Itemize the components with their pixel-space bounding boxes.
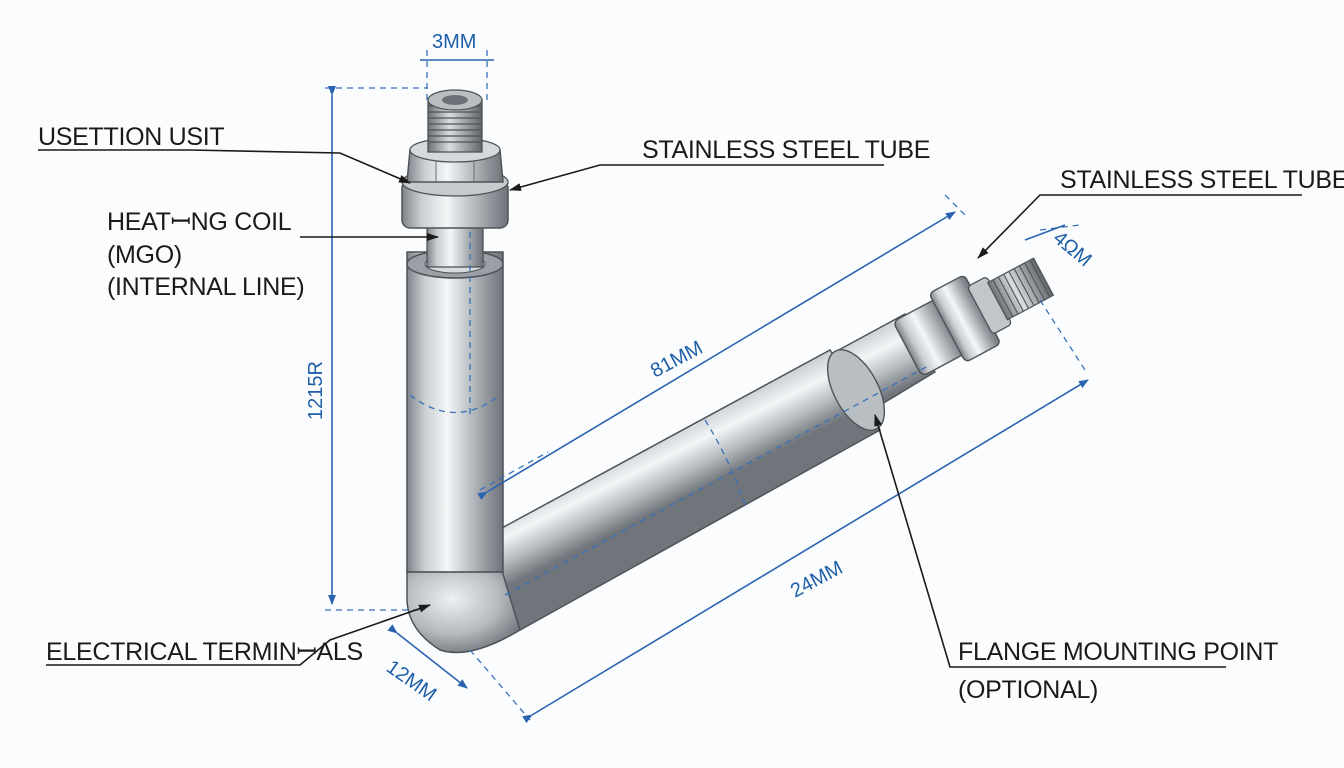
label-heating-coil-mgo: (MGO) — [107, 241, 182, 269]
leader-lines — [38, 149, 1302, 668]
dim-diagonal-lower: 24MM — [787, 557, 846, 603]
label-stainless-steel-tube-top: STAINLESS STEEL TUBE — [642, 136, 930, 164]
label-electrical-terminals: ELECTRICAL TERMINꟷALS — [46, 638, 363, 666]
label-flange-mounting-point: FLANGE MOUNTING POINT — [958, 638, 1278, 666]
tube-bend — [406, 569, 521, 654]
label-stainless-steel-tube-right: STAINLESS STEEL TUBE — [1060, 166, 1344, 194]
dim-vertical-length: 1215R — [305, 361, 327, 420]
label-heating-coil: HEATꟷNG COIL — [107, 208, 292, 236]
label-flange-optional: (OPTIONAL) — [958, 676, 1098, 704]
dim-right-width: 4ΩM — [1049, 227, 1096, 271]
heater-element — [401, 89, 1055, 654]
top-fitting — [401, 89, 509, 229]
dimension-lines — [328, 59, 1089, 724]
dim-diagonal-upper: 81MM — [647, 337, 706, 383]
right-fitting — [894, 257, 1055, 376]
label-heating-coil-internal: (INTERNAL LINE) — [107, 273, 304, 301]
dim-bend-width: 12MM — [382, 656, 440, 706]
dim-top-width: 3MM — [432, 31, 476, 53]
label-usettion-unit: USETTION USIT — [38, 123, 224, 151]
